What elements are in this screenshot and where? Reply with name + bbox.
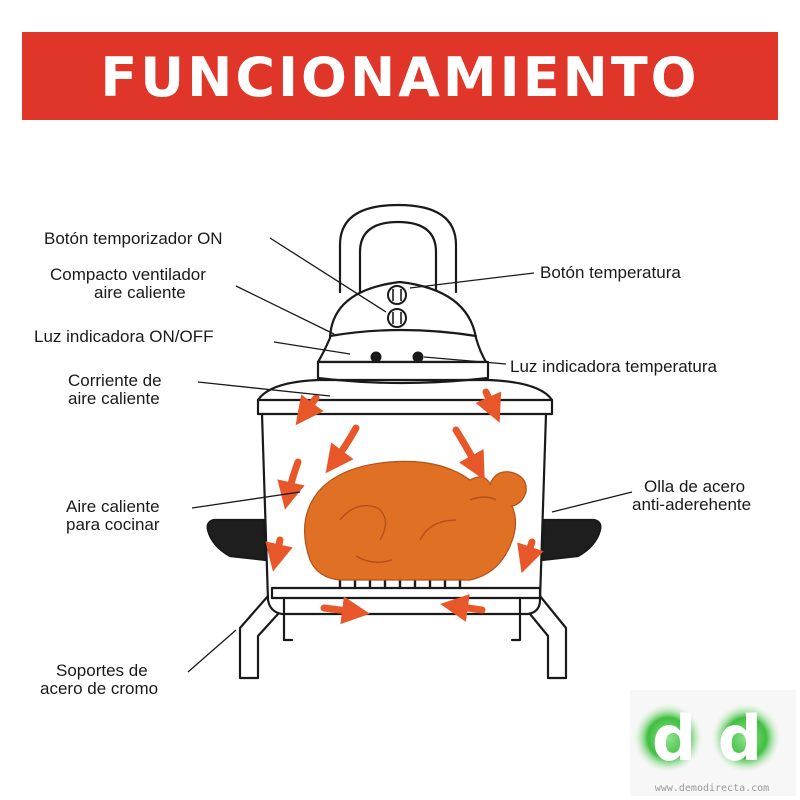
hot-air-arrow-icon <box>440 594 486 622</box>
callout-labels: Botón temporizador ON Compacto ventilado… <box>34 229 751 698</box>
lid-head-ring <box>328 328 478 338</box>
label-temp-button: Botón temperatura <box>540 263 681 282</box>
logo-letters: d d <box>652 702 762 775</box>
hot-air-arrow-icon <box>320 596 370 625</box>
label-cooking-air-line2: para cocinar <box>66 515 160 534</box>
hot-air-arrow-icon <box>295 394 324 426</box>
label-fan-line2: aire caliente <box>94 283 186 302</box>
hot-air-arrow-icon <box>475 388 502 423</box>
leader-cooking-air <box>191 491 301 509</box>
label-cooking-air-line1: Aire caliente <box>66 497 160 516</box>
watermark-site: www.demodirecta.com <box>655 783 769 794</box>
temperature-indicator-light-icon <box>412 351 424 363</box>
rack-leg-right <box>510 596 522 642</box>
hot-air-arrow-icon <box>452 426 485 481</box>
label-pot-line1: Olla de acero <box>644 477 745 496</box>
control-panel <box>370 285 424 363</box>
watermark: d d www.demodirecta.com <box>630 690 796 796</box>
lid-rim-lower <box>256 378 554 402</box>
right-handle <box>540 518 602 562</box>
logo-circle-left <box>634 704 702 772</box>
cooking-rack <box>270 586 542 600</box>
label-stands-line2: acero de cromo <box>40 679 158 698</box>
hot-air-arrow-icon <box>265 536 293 572</box>
leader-temp-light <box>423 356 507 365</box>
hot-air-arrow-icon <box>517 538 544 574</box>
leader-stands <box>187 629 237 673</box>
chrome-stand-right <box>528 594 568 680</box>
left-handle <box>206 518 268 562</box>
leader-timer-button <box>269 237 387 313</box>
label-air-stream-line2: aire caliente <box>68 389 160 408</box>
power-indicator-light-icon <box>370 351 382 363</box>
label-timer-button: Botón temporizador ON <box>44 229 223 248</box>
label-air-stream-line1: Corriente de <box>68 371 162 390</box>
label-pot-line2: anti-aderehente <box>632 495 751 514</box>
leader-fan <box>235 285 335 335</box>
hot-air-arrow-icon <box>277 458 305 510</box>
timer-knob[interactable] <box>387 308 407 328</box>
label-stands-line1: Soportes de <box>56 661 148 680</box>
knob-icon <box>387 308 407 328</box>
temperature-knob[interactable] <box>387 285 407 305</box>
leader-power-light <box>273 341 351 355</box>
label-fan-line1: Compacto ventilador <box>50 265 206 284</box>
hot-air-arrow-icon <box>325 424 360 474</box>
page-title: FUNCIONAMIENTO <box>100 46 699 109</box>
title-banner: FUNCIONAMIENTO <box>22 32 778 120</box>
label-power-light: Luz indicadora ON/OFF <box>34 327 214 346</box>
leader-pot <box>551 491 633 513</box>
logo-circle-right <box>712 704 780 772</box>
rack-leg-left <box>282 596 294 642</box>
lid-handle <box>338 203 458 294</box>
leader-temp-button <box>409 272 535 289</box>
lid-handle-inner <box>358 220 438 296</box>
title-banner-background <box>22 32 778 120</box>
leader-lines <box>187 237 633 673</box>
knob-icon <box>387 285 407 305</box>
leader-air-stream <box>197 381 331 397</box>
roast-chicken-icon <box>304 460 527 581</box>
label-temp-light: Luz indicadora temperatura <box>510 357 718 376</box>
chrome-stand-left <box>238 594 280 680</box>
hot-air-arrows <box>265 388 544 625</box>
rack-teeth <box>338 578 462 590</box>
